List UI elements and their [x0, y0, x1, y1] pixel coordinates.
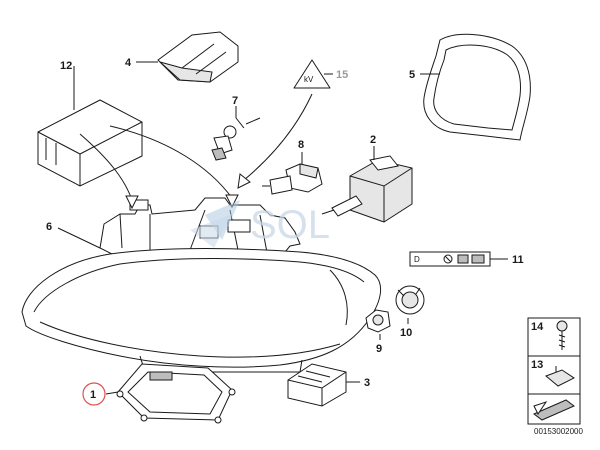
screw-head: [556, 320, 568, 332]
part-7-bulb: [211, 117, 261, 161]
arrow-12-right: [109, 125, 233, 199]
callout-7: 7: [232, 95, 238, 107]
part-10-cap: [395, 285, 425, 315]
part-4-cover-cap: [157, 31, 239, 83]
panel-arrow-shape: [533, 399, 575, 421]
arrowhead-12-left: [125, 195, 139, 210]
callout-13: 13: [531, 359, 543, 371]
triangle-sign-text: kV: [304, 75, 314, 84]
side-panel: 14 13: [527, 317, 581, 425]
callout-2: 2: [370, 134, 376, 146]
callout-11: 11: [512, 254, 524, 266]
callout-8: 8: [298, 139, 304, 151]
warning-label-text: D: [414, 255, 420, 264]
arrowhead-15: [237, 173, 251, 189]
watermark-text: SOL: [250, 203, 330, 247]
part-15-warning-triangle: kV: [293, 59, 331, 89]
callout-1: 1: [90, 389, 96, 401]
callout-5: 5: [409, 69, 415, 81]
part-8-bulb-socket: [262, 163, 323, 195]
leader-6: [57, 227, 101, 249]
callout-14: 14: [531, 321, 544, 333]
arrowhead-12-right: [225, 194, 239, 209]
part-2-xenon-bulb: [321, 155, 413, 223]
callout-15: 15: [336, 69, 348, 81]
callout-4: 4: [125, 57, 132, 69]
part-11-warning-label: D: [409, 251, 491, 267]
highlight-circle: [82, 382, 106, 406]
leader-1: [105, 391, 119, 395]
part-5-gasket: [423, 33, 531, 141]
part-9-plug: [365, 309, 391, 333]
arrow-15: [243, 93, 313, 181]
callout-9: 9: [376, 343, 382, 355]
callout-12: 12: [60, 60, 72, 72]
callout-10: 10: [400, 327, 412, 339]
diagram-number: 00153002000: [534, 427, 583, 436]
clip-nut: [545, 369, 575, 387]
callout-6: 6: [46, 221, 52, 233]
part-1-control-unit: [116, 363, 236, 424]
arrow-12-left: [79, 133, 133, 201]
callout-3: 3: [364, 377, 370, 389]
watermark: SOL: [190, 200, 330, 248]
part-3-module: [287, 363, 347, 407]
leader-lines: [57, 61, 508, 395]
panel-14: [527, 317, 581, 357]
